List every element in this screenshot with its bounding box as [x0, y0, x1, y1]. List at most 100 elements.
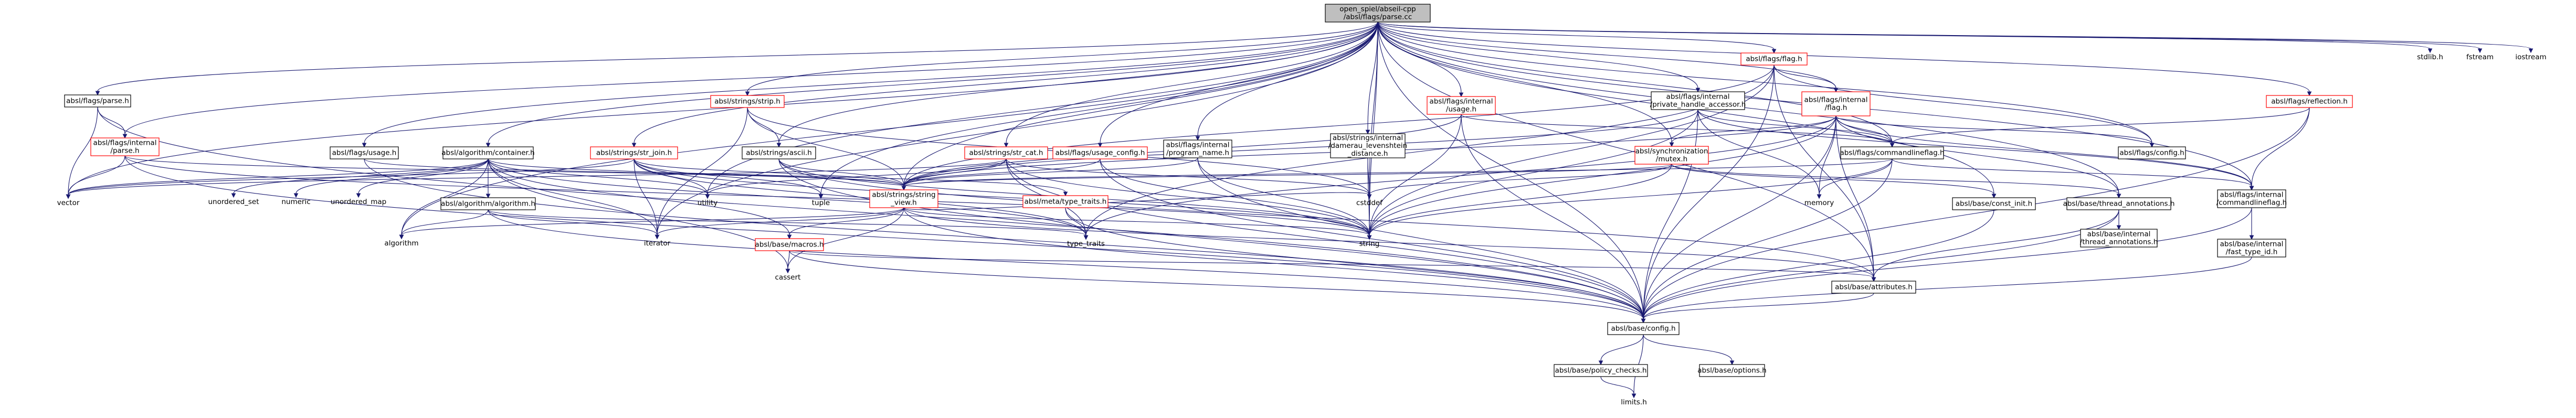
- node-tuple[interactable]: tuple: [812, 199, 830, 207]
- node-flags_parse[interactable]: absl/flags/parse.h: [64, 94, 131, 108]
- node-flags_usage[interactable]: absl/flags/usage.h: [330, 146, 399, 159]
- edge-flags_internal_flag-to-type_traits: [1083, 115, 1836, 240]
- node-flags_config[interactable]: absl/flags/config.h: [2118, 146, 2186, 159]
- node-label: type_traits: [1067, 240, 1105, 248]
- node-cstddef[interactable]: cstddef: [1356, 199, 1383, 207]
- node-flags_internal_private_handle[interactable]: absl/flags/internal/private_handle_acces…: [1650, 91, 1746, 110]
- node-root[interactable]: open_spiel/abseil-cpp/absl/flags/parse.c…: [1325, 4, 1431, 23]
- node-box: [1325, 4, 1431, 23]
- edge-strings_str_cat-to-vector: [66, 158, 1007, 199]
- node-label: tuple: [812, 199, 830, 207]
- node-label: numeric: [281, 198, 310, 206]
- node-iterator[interactable]: iterator: [644, 239, 671, 248]
- node-box: [1952, 197, 2036, 210]
- node-label: absl/flags/commandlineflag.h: [1840, 149, 1944, 157]
- node-label: absl/base/thread_annotations.h: [2063, 200, 2175, 208]
- node-flags_internal_program_name[interactable]: absl/flags/internal/program_name.h: [1163, 140, 1232, 158]
- node-flags_flag[interactable]: absl/flags/flag.h: [1740, 52, 1808, 66]
- node-base_const_init[interactable]: absl/base/const_init.h: [1952, 197, 2036, 210]
- node-cassert[interactable]: cassert: [775, 273, 801, 282]
- node-base_internal_thread_annotations[interactable]: absl/base/internal/thread_annotations.h: [2080, 229, 2158, 248]
- node-label: unordered_map: [331, 198, 386, 206]
- node-label: /private_handle_accessor.h: [1650, 101, 1746, 109]
- node-label: /thread_annotations.h: [2080, 238, 2158, 246]
- node-unordered_map[interactable]: unordered_map: [331, 198, 386, 206]
- node-stdlib[interactable]: stdlib.h: [2417, 53, 2443, 61]
- node-label: absl/base/policy_checks.h: [1555, 367, 1647, 375]
- node-vector[interactable]: vector: [57, 199, 80, 207]
- node-flags_reflection[interactable]: absl/flags/reflection.h: [2266, 95, 2353, 108]
- node-algorithm_container[interactable]: absl/algorithm/container.h: [441, 146, 535, 159]
- node-meta_type_traits[interactable]: absl/meta/type_traits.h: [1022, 195, 1108, 208]
- edge-strings_str_join-to-tuple: [634, 158, 824, 199]
- node-base_macros[interactable]: absl/base/macros.h: [755, 238, 824, 251]
- edge-flags_internal_commandlineflag-to-base_internal_fast_type_id: [2249, 208, 2254, 240]
- node-strings_str_join[interactable]: absl/strings/str_join.h: [590, 146, 678, 159]
- node-limits[interactable]: limits.h: [1621, 398, 1647, 406]
- edge-flags_reflection-to-flags_commandlineflag: [1889, 107, 2310, 148]
- node-label: /fast_type_id.h: [2226, 248, 2278, 256]
- edge-root-to-strings_internal_damerau: [1365, 22, 1378, 135]
- node-box: [2080, 229, 2158, 248]
- node-label: utility: [698, 199, 717, 207]
- edge-flags_internal_flag-to-synchronization_mutex: [1669, 115, 1836, 147]
- node-box: [2266, 95, 2353, 108]
- node-base_attributes[interactable]: absl/base/attributes.h: [1831, 281, 1916, 294]
- node-utility[interactable]: utility: [698, 199, 717, 207]
- node-flags_usage_config[interactable]: absl/flags/usage_config.h: [1052, 146, 1148, 159]
- edge-root-to-flags_usage_config: [1097, 22, 1378, 148]
- node-flags_commandlineflag[interactable]: absl/flags/commandlineflag.h: [1840, 146, 1945, 159]
- node-label: _distance.h: [1347, 149, 1388, 158]
- node-flags_internal_parse[interactable]: absl/flags/internal/parse.h: [90, 137, 160, 156]
- node-synchronization_mutex[interactable]: absl/synchronization/mutex.h: [1634, 146, 1709, 165]
- edge-base_attributes-to-base_config: [1641, 293, 1874, 324]
- node-box: [1831, 281, 1916, 294]
- node-flags_internal_commandlineflag[interactable]: absl/flags/internal/commandlineflag.h: [2216, 189, 2287, 208]
- node-label: fstream: [2466, 53, 2494, 61]
- edge-root-to-stdlib: [1377, 22, 2433, 53]
- node-strings_str_cat[interactable]: absl/strings/str_cat.h: [964, 146, 1048, 159]
- node-algorithm[interactable]: algorithm: [384, 239, 418, 248]
- node-base_options[interactable]: absl/base/options.h: [1697, 364, 1767, 377]
- edge-base_internal_fast_type_id-to-base_config: [1641, 256, 2252, 324]
- node-label: limits.h: [1621, 398, 1647, 406]
- edge-root-to-strings_strip: [745, 22, 1378, 97]
- edge-base_thread_annotations-to-base_internal_thread_annotations: [2116, 210, 2121, 230]
- node-label: absl/algorithm/container.h: [441, 149, 534, 157]
- edge-flags_internal_parse-to-string: [124, 155, 1372, 240]
- node-label: absl/synchronization: [1635, 147, 1708, 156]
- node-string[interactable]: string: [1359, 240, 1380, 248]
- edge-base_macros-to-base_config: [789, 250, 1646, 324]
- node-algorithm_algorithm[interactable]: absl/algorithm/algorithm.h: [440, 197, 536, 210]
- node-label: cassert: [775, 273, 801, 282]
- node-label: /flag.h: [1825, 104, 1847, 112]
- node-unordered_set[interactable]: unordered_set: [208, 198, 259, 206]
- node-strings_internal_damerau[interactable]: absl/strings/internal/damerau_levenshtei…: [1328, 133, 1407, 158]
- edge-strings_ascii-to-string_view: [778, 158, 906, 191]
- node-flags_internal_flag[interactable]: absl/flags/internal/flag.h: [1801, 91, 1871, 116]
- edge-flags_flag-to-string: [1367, 65, 1775, 240]
- node-strings_strip[interactable]: absl/strings/strip.h: [710, 95, 785, 108]
- node-label: iterator: [644, 239, 671, 248]
- node-box: [2066, 197, 2171, 210]
- node-box: [1427, 96, 1496, 115]
- node-iostream[interactable]: iostream: [2515, 53, 2546, 61]
- edge-strings_ascii-to-base_attributes: [778, 158, 1876, 282]
- edge-algorithm_algorithm-to-iterator: [488, 209, 660, 240]
- edge-flags_commandlineflag-to-string_view: [901, 158, 1893, 191]
- node-base_thread_annotations[interactable]: absl/base/thread_annotations.h: [2063, 197, 2175, 210]
- node-base_internal_fast_type_id[interactable]: absl/base/internal/fast_type_id.h: [2217, 239, 2286, 258]
- node-flags_internal_usage[interactable]: absl/flags/internal/usage.h: [1427, 96, 1496, 115]
- node-label: absl/algorithm/algorithm.h: [441, 200, 535, 208]
- node-label: open_spiel/abseil-cpp: [1339, 5, 1416, 14]
- node-string_view[interactable]: absl/strings/string_view.h: [869, 189, 938, 208]
- node-fstream[interactable]: fstream: [2466, 53, 2494, 61]
- node-base_policy_checks[interactable]: absl/base/policy_checks.h: [1554, 364, 1648, 377]
- node-base_config[interactable]: absl/base/config.h: [1607, 322, 1680, 335]
- node-numeric[interactable]: numeric: [281, 198, 310, 206]
- node-memory[interactable]: memory: [1804, 199, 1834, 207]
- node-type_traits[interactable]: type_traits: [1067, 240, 1105, 248]
- node-strings_ascii[interactable]: absl/strings/ascii.h: [742, 146, 816, 159]
- node-label: absl/flags/internal: [1804, 96, 1868, 104]
- node-box: [742, 146, 816, 159]
